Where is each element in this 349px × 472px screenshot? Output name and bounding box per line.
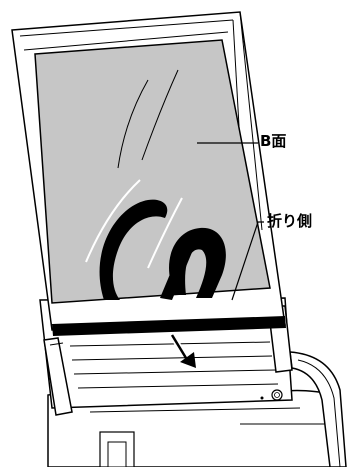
scanner-body bbox=[47, 389, 339, 468]
document-sheet bbox=[34, 39, 271, 304]
folded-edge-bar bbox=[52, 316, 286, 336]
fold-side-leader-line bbox=[231, 221, 264, 301]
insertion-arrow bbox=[169, 333, 196, 368]
fold-side-label: 折り側 bbox=[267, 212, 313, 230]
b-side-label: B面 bbox=[260, 132, 287, 150]
